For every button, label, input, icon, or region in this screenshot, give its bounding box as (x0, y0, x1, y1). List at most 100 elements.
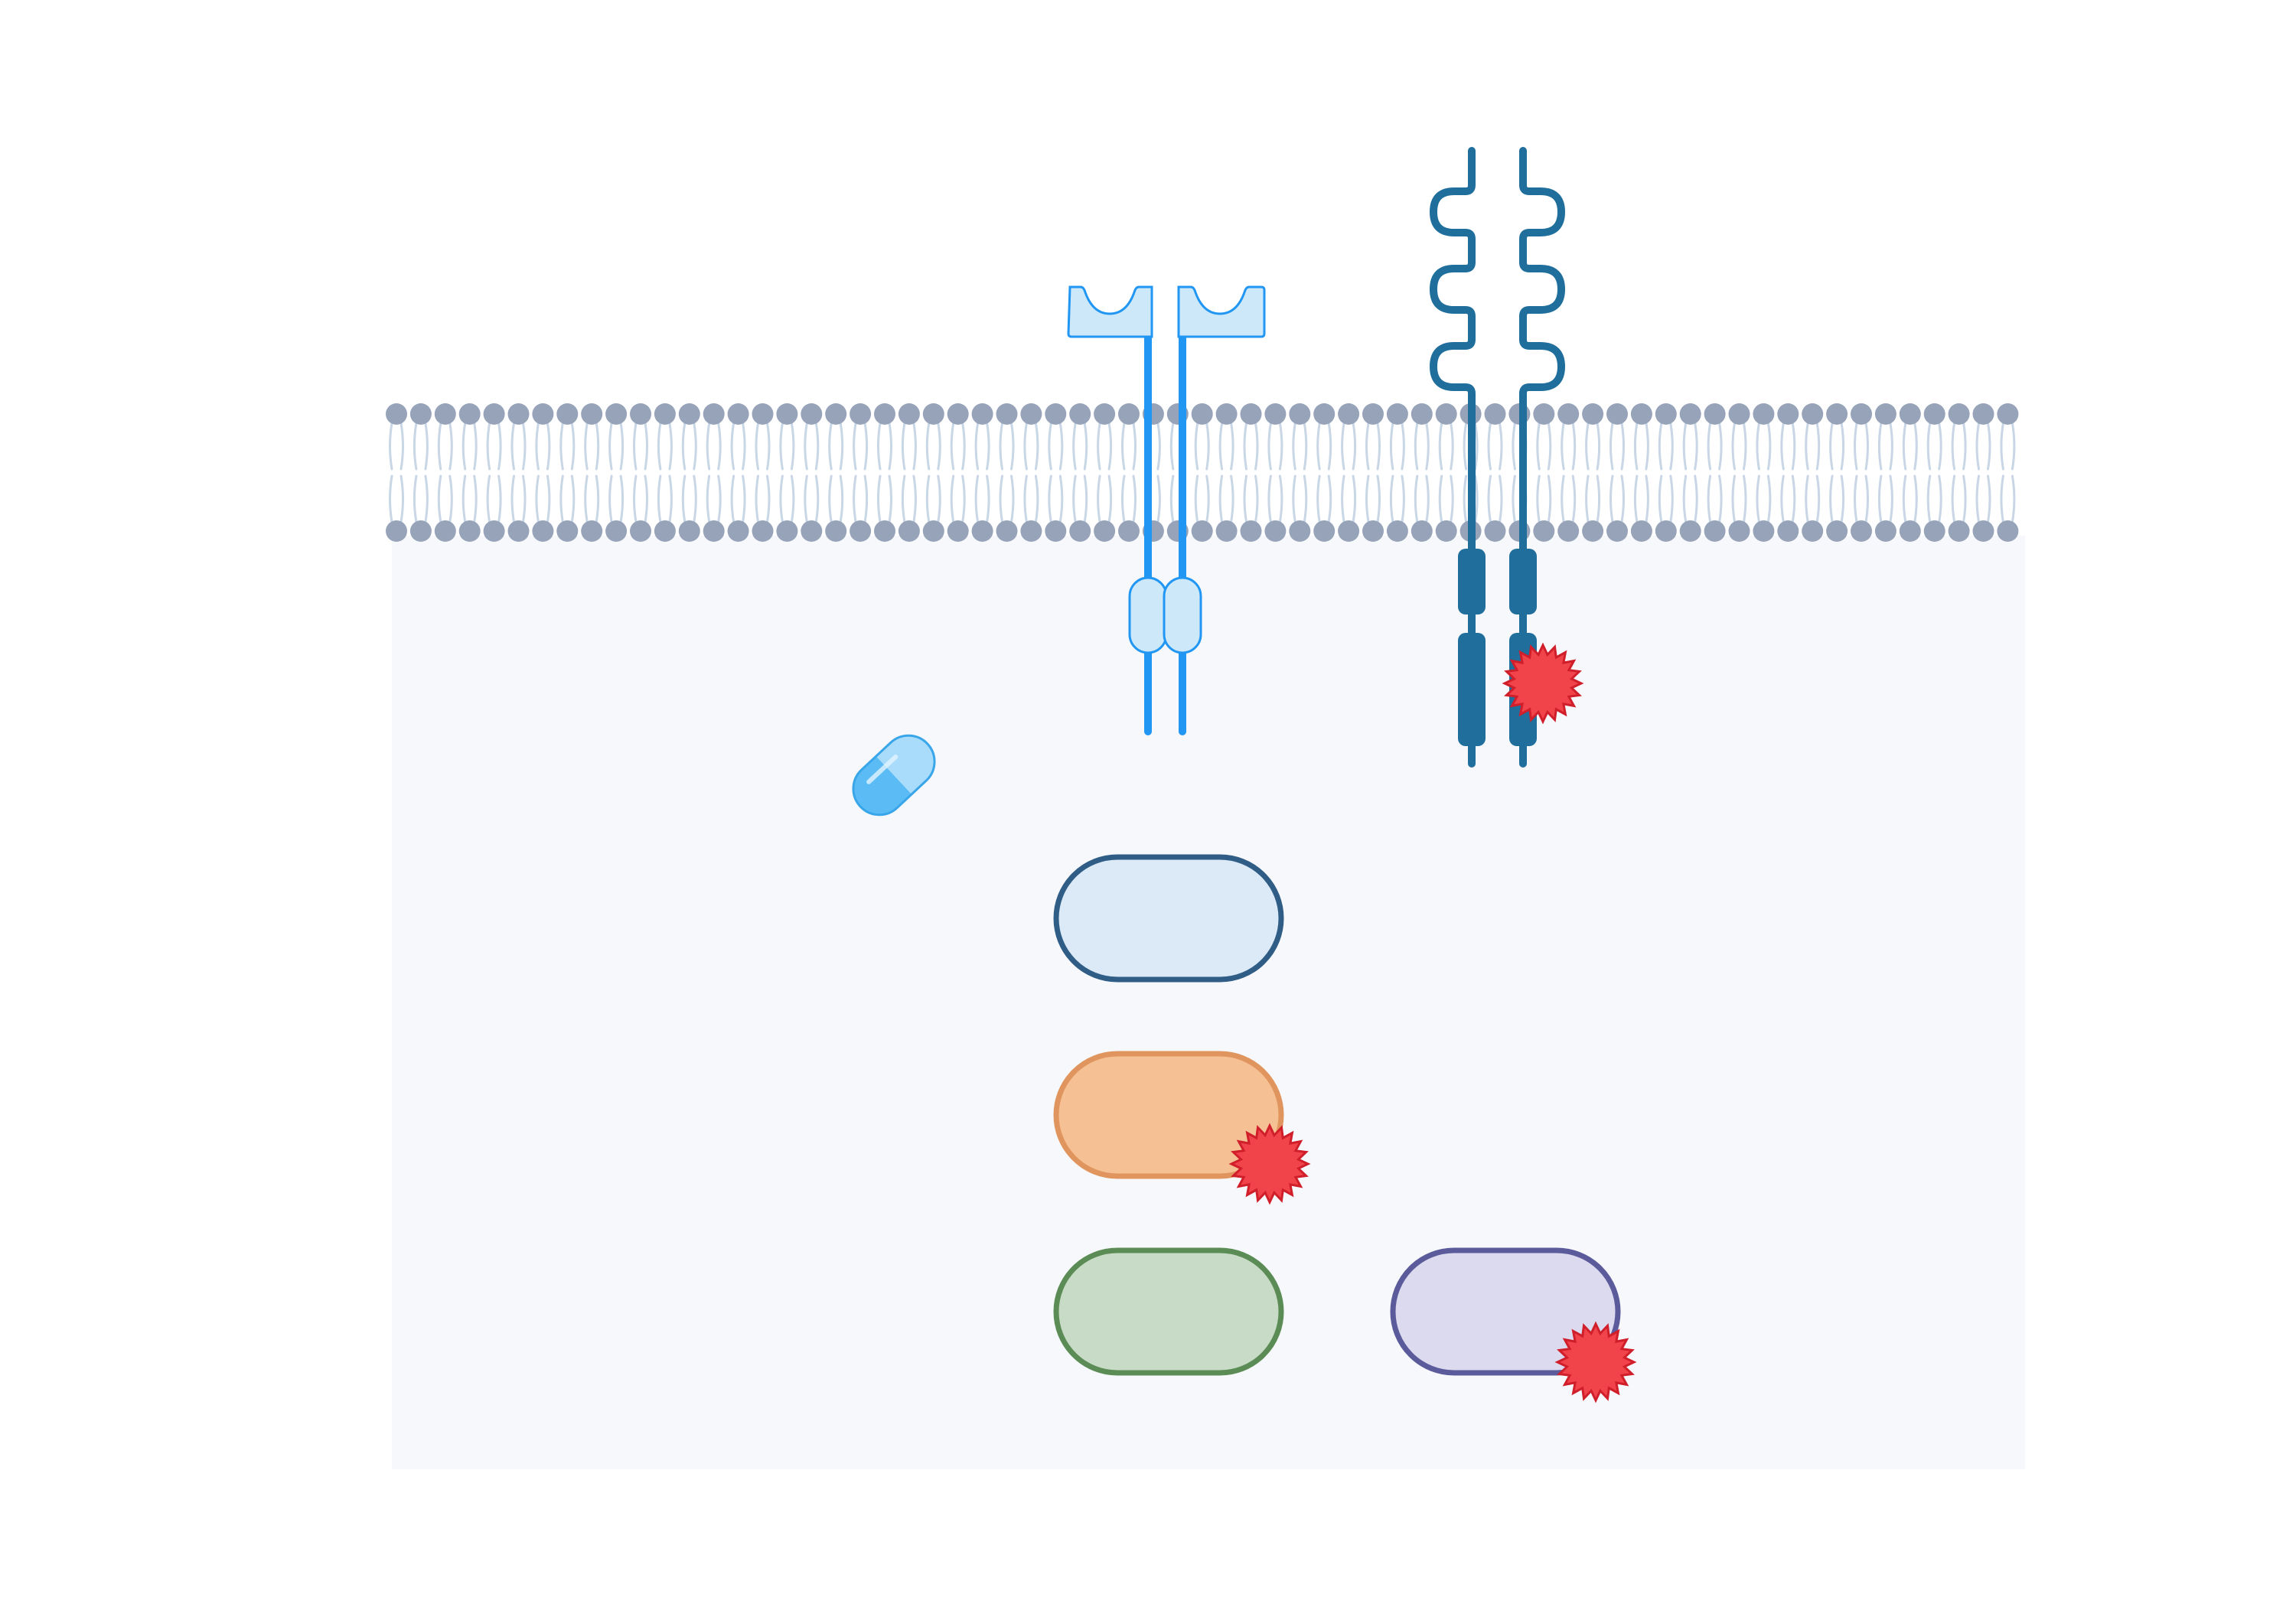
lipid-head (1753, 520, 1775, 542)
phospho-orange (1228, 1123, 1311, 1205)
lipid-tail (706, 474, 711, 523)
lipid-tail (853, 474, 857, 523)
lipid-tail (1987, 474, 1991, 523)
lipid-tail (693, 422, 697, 471)
lipid-head (1240, 403, 1262, 425)
lipid-tail (570, 422, 576, 471)
lipid-tail (1609, 474, 1614, 523)
lipid-tail (1829, 422, 1834, 471)
lipid-head (1118, 403, 1140, 425)
lipid-tail (644, 422, 648, 471)
lipid-head (581, 520, 603, 542)
lipid-tail (1877, 422, 1883, 471)
lipid-tail (1425, 474, 1430, 523)
lipid-tail (668, 422, 673, 471)
lipid-tail (693, 474, 697, 523)
lipid-head (1972, 403, 1994, 425)
lipid-head (1948, 520, 1970, 542)
lipid-head (1435, 403, 1457, 425)
lipid-head (1582, 403, 1604, 425)
lipid-tail (448, 422, 453, 471)
lipid-head (1972, 520, 1994, 542)
lipid-tail (1864, 474, 1869, 523)
lipid-tail (1571, 422, 1577, 471)
lipid-tail (1877, 474, 1883, 523)
lipid-tail (657, 422, 662, 471)
lipid-head (434, 403, 456, 425)
lipid-tail (974, 474, 980, 523)
lipid-tail (1731, 422, 1736, 471)
lipid-tail (863, 422, 869, 471)
lipid-head (532, 403, 554, 425)
lipid-head (776, 403, 798, 425)
lipid-head (1655, 403, 1677, 425)
lipid-tail (937, 422, 941, 471)
lipid-tail (2011, 422, 2016, 471)
lipid-tail (925, 474, 931, 523)
lipid-tail (1536, 474, 1541, 523)
lipid-head (1997, 403, 2019, 425)
lipid-head (556, 403, 579, 425)
lipid-tail (1951, 422, 1956, 471)
lipid-tail (1474, 474, 1479, 523)
lipid-head (947, 520, 969, 542)
lipid-head (1484, 403, 1506, 425)
lipid-tail (1840, 474, 1845, 523)
lipid-tail (1645, 474, 1649, 523)
lipid-head (1264, 520, 1287, 542)
lipid-head (1338, 403, 1360, 425)
lipid-tail (766, 474, 771, 523)
lipid-tail (1987, 422, 1991, 471)
lipid-tail (1791, 474, 1796, 523)
protein-orange (1053, 1051, 1284, 1179)
lipid-head (850, 520, 872, 542)
lipid-tail (1194, 422, 1199, 471)
lipid-tail (1072, 474, 1077, 523)
lipid-tail (1292, 422, 1296, 471)
lipid-head (1923, 520, 1945, 542)
lipid-tail (1743, 474, 1747, 523)
lipid-tail (546, 422, 551, 471)
lipid-tail (839, 422, 844, 471)
lipid-tail (1278, 474, 1283, 523)
lipid-tail (1694, 422, 1698, 471)
lipid-head (1215, 403, 1238, 425)
lipid-tail (584, 474, 589, 523)
lipid-tail (389, 474, 393, 523)
lipid-head (1362, 520, 1384, 542)
lipid-tail (877, 474, 882, 523)
lipid-tail (546, 474, 551, 523)
lipid-tail (950, 474, 955, 523)
lipid-tail (1058, 422, 1064, 471)
lipid-tail (1596, 474, 1601, 523)
lipid-tail (790, 422, 795, 471)
lipid-tail (1254, 474, 1259, 523)
lipid-tail (1585, 474, 1590, 523)
lipid-tail (1132, 474, 1137, 523)
lipid-head (1240, 520, 1262, 542)
capsule-dark-half (842, 756, 912, 826)
lipid-tail (863, 474, 869, 523)
lipid-head (1069, 403, 1091, 425)
lipid-tail (1840, 422, 1845, 471)
lipid-tail (717, 422, 722, 471)
lipid-tail (961, 474, 966, 523)
lipid-tail (1352, 422, 1357, 471)
lipid-head (1802, 403, 1824, 425)
lipid-tail (473, 422, 478, 471)
lipid-tail (1791, 422, 1796, 471)
phosphorylation-marks (1228, 642, 1637, 1403)
lipid-tail (742, 474, 746, 523)
lipid-head (1533, 520, 1555, 542)
lipid-tail (1267, 474, 1272, 523)
lipid-tail (1450, 422, 1454, 471)
capsule-icon (842, 725, 946, 826)
lipid-head (1362, 403, 1384, 425)
lipid-tail (424, 474, 429, 523)
lipid-tail (1463, 422, 1468, 471)
lipid-tail (790, 474, 795, 523)
lipid-tail (1267, 422, 1272, 471)
lipid-head (1557, 520, 1580, 542)
lipid-tail (1536, 422, 1541, 471)
lipid-head (532, 520, 554, 542)
